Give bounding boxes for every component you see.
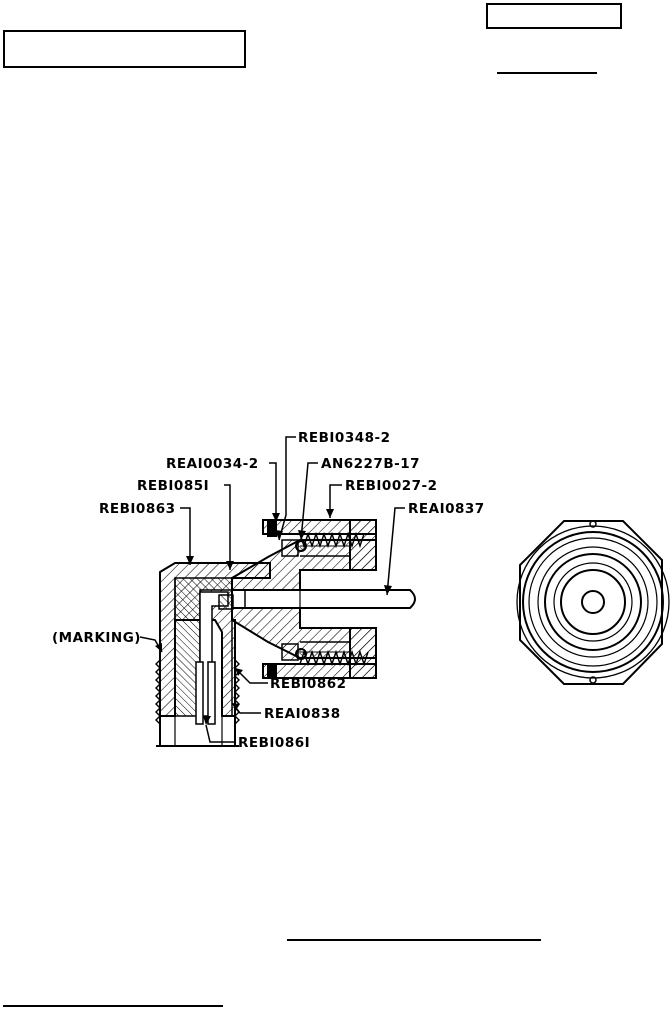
contact-socket [195, 661, 216, 725]
header-box-left [3, 30, 246, 68]
footer-rule [3, 1005, 223, 1007]
label-rea10837: REAI0837 [408, 501, 485, 517]
end-view-flange [519, 520, 663, 685]
label-marking: (MARKING) [52, 630, 141, 646]
label-an6227b: AN6227B-17 [321, 456, 420, 472]
label-rea10838: REAI0838 [264, 706, 341, 722]
label-rea10034: REAI0034-2 [166, 456, 259, 472]
leader-arrowheads [155, 509, 392, 725]
label-reb10861: REBI086I [238, 735, 310, 751]
cross-section-view [155, 519, 416, 747]
header-underline [497, 72, 597, 74]
header-box-right [486, 3, 622, 29]
end-view [516, 520, 670, 685]
label-reb10348: REBI0348-2 [298, 430, 391, 446]
label-reb10027: REBI0027-2 [345, 478, 438, 494]
end-view-center-pin [581, 590, 605, 614]
lock-ring-top [267, 521, 277, 537]
caption-underline [287, 939, 541, 941]
label-reb10851: REBI085I [137, 478, 209, 494]
bottom-threads-left [155, 659, 161, 725]
lock-ring-bottom [267, 663, 277, 679]
label-reb10862: REBI0862 [270, 676, 347, 692]
center-pin [231, 589, 416, 609]
label-reb10863: REBI0863 [99, 501, 176, 517]
